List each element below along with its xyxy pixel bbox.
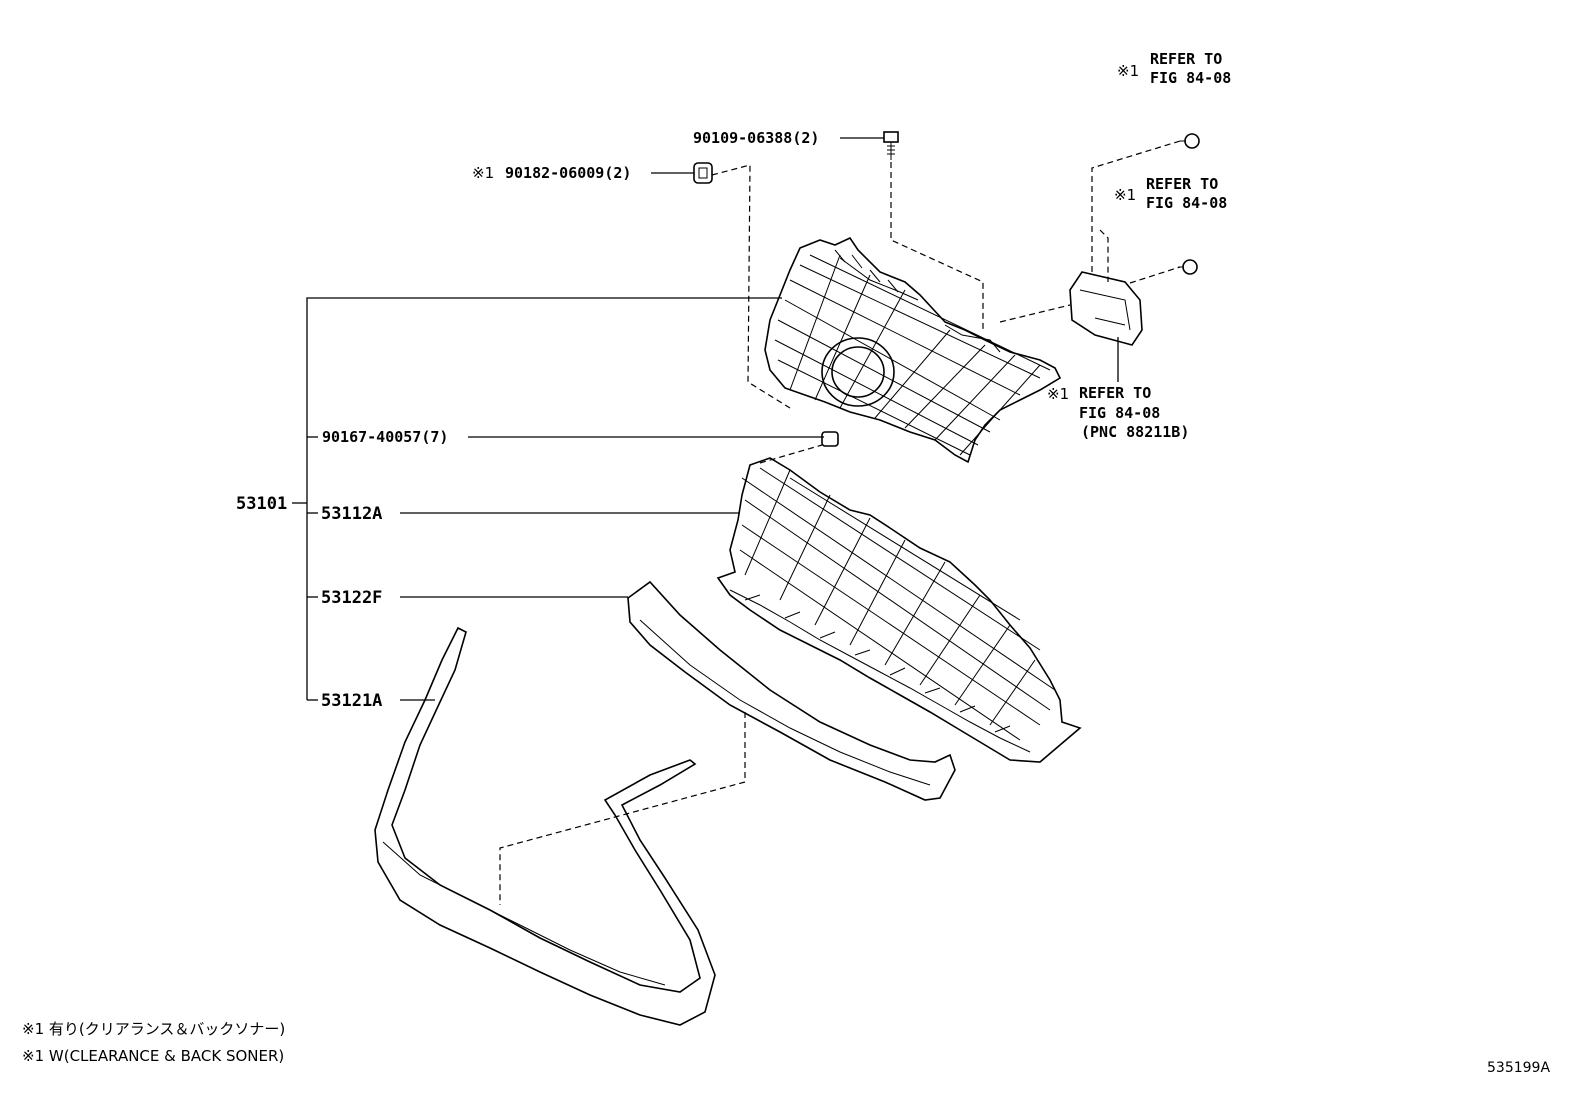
- refer-sensor-line2: FIG 84-08: [1079, 404, 1160, 422]
- refer-top-line2: FIG 84-08: [1150, 69, 1231, 87]
- nut-part: [821, 431, 839, 447]
- upper-grille-part: [764, 236, 1062, 464]
- lower-molding-part: [374, 626, 716, 1026]
- sensor-bolt-top-part: [1180, 133, 1200, 149]
- refer-sensor-marker: ※1: [1047, 385, 1069, 403]
- refer-top-marker: ※1: [1117, 62, 1139, 80]
- clip-callout: 90182-06009(2): [505, 164, 631, 182]
- lower-grille-callout: 53112A: [321, 504, 382, 524]
- upper-molding-part: [627, 580, 956, 801]
- refer-sensor-line3: (PNC 88211B): [1081, 423, 1189, 441]
- upper-molding-callout: 53122F: [321, 588, 382, 608]
- bolt-part: [883, 131, 899, 160]
- refer-middle-line2: FIG 84-08: [1146, 194, 1227, 212]
- upper-grille-mesh: [774, 254, 1051, 456]
- figure-number: 535199A: [1487, 1060, 1550, 1076]
- sensor-part: [1069, 271, 1143, 382]
- assembly-callout: 53101: [236, 494, 287, 514]
- leader-lines: [292, 137, 884, 701]
- refer-top-line1: REFER TO: [1150, 50, 1222, 68]
- clip-marker: ※1: [472, 164, 494, 182]
- lower-molding-callout: 53121A: [321, 691, 382, 711]
- refer-sensor-line1: REFER TO: [1079, 384, 1151, 402]
- legend-english: ※1 W(CLEARANCE & BACK SONER): [22, 1047, 284, 1065]
- lower-grille-part: [716, 457, 1082, 763]
- clip-part: [693, 162, 713, 184]
- refer-middle-line1: REFER TO: [1146, 175, 1218, 193]
- sensor-bolt-mid-part: [1178, 259, 1198, 275]
- lower-grille-mesh: [739, 467, 1056, 741]
- bolt-callout: 90109-06388(2): [693, 129, 819, 147]
- assembly-lines: [499, 140, 1181, 905]
- refer-middle-marker: ※1: [1114, 186, 1136, 204]
- nut-callout: 90167-40057(7): [322, 428, 448, 446]
- legend-japanese: ※1 有り(クリアランス＆バックソナー): [22, 1020, 285, 1038]
